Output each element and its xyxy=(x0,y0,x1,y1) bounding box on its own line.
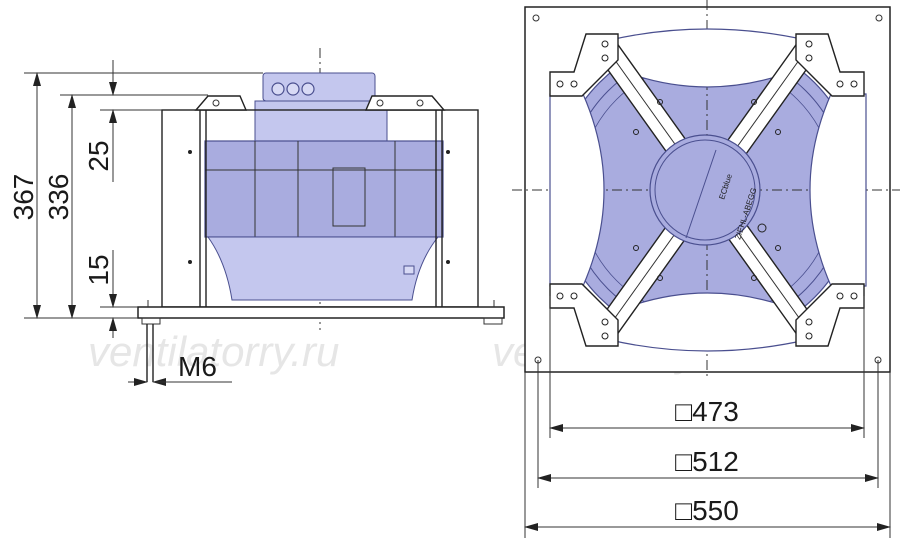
watermark-left: ventilatorry.ru xyxy=(88,328,339,375)
corner-bracket-tr xyxy=(795,33,865,97)
mount-bracket-right xyxy=(364,95,446,111)
motor-hub xyxy=(649,134,761,246)
base-plate xyxy=(137,306,505,319)
corner-bracket-br xyxy=(795,283,865,347)
front-view: ZIEHL-ABEGG ECblue □473 □512 □550 xyxy=(512,0,900,538)
motor-body xyxy=(254,100,388,142)
dim-550-label: □550 xyxy=(675,495,739,526)
mount-bracket-left xyxy=(194,95,248,111)
cable-gland-icon xyxy=(271,82,285,96)
bolt-size-label: M6 xyxy=(178,351,217,382)
corner-bracket-bl xyxy=(549,283,619,347)
dim-15-label: 15 xyxy=(83,254,114,285)
dim-25-label: 25 xyxy=(83,140,114,171)
dim-367-label: 367 xyxy=(8,174,39,221)
cable-gland-icon xyxy=(301,82,315,96)
dim-473-label: □473 xyxy=(675,396,739,427)
corner-bracket-tl xyxy=(549,33,619,97)
dim-336-label: 336 xyxy=(43,174,74,221)
inlet-nozzle xyxy=(207,236,440,301)
cable-gland-icon xyxy=(286,82,300,96)
dim-512-label: □512 xyxy=(675,446,739,477)
side-view: M6 367 336 25 15 xyxy=(8,48,505,386)
impeller-housing xyxy=(204,140,444,238)
